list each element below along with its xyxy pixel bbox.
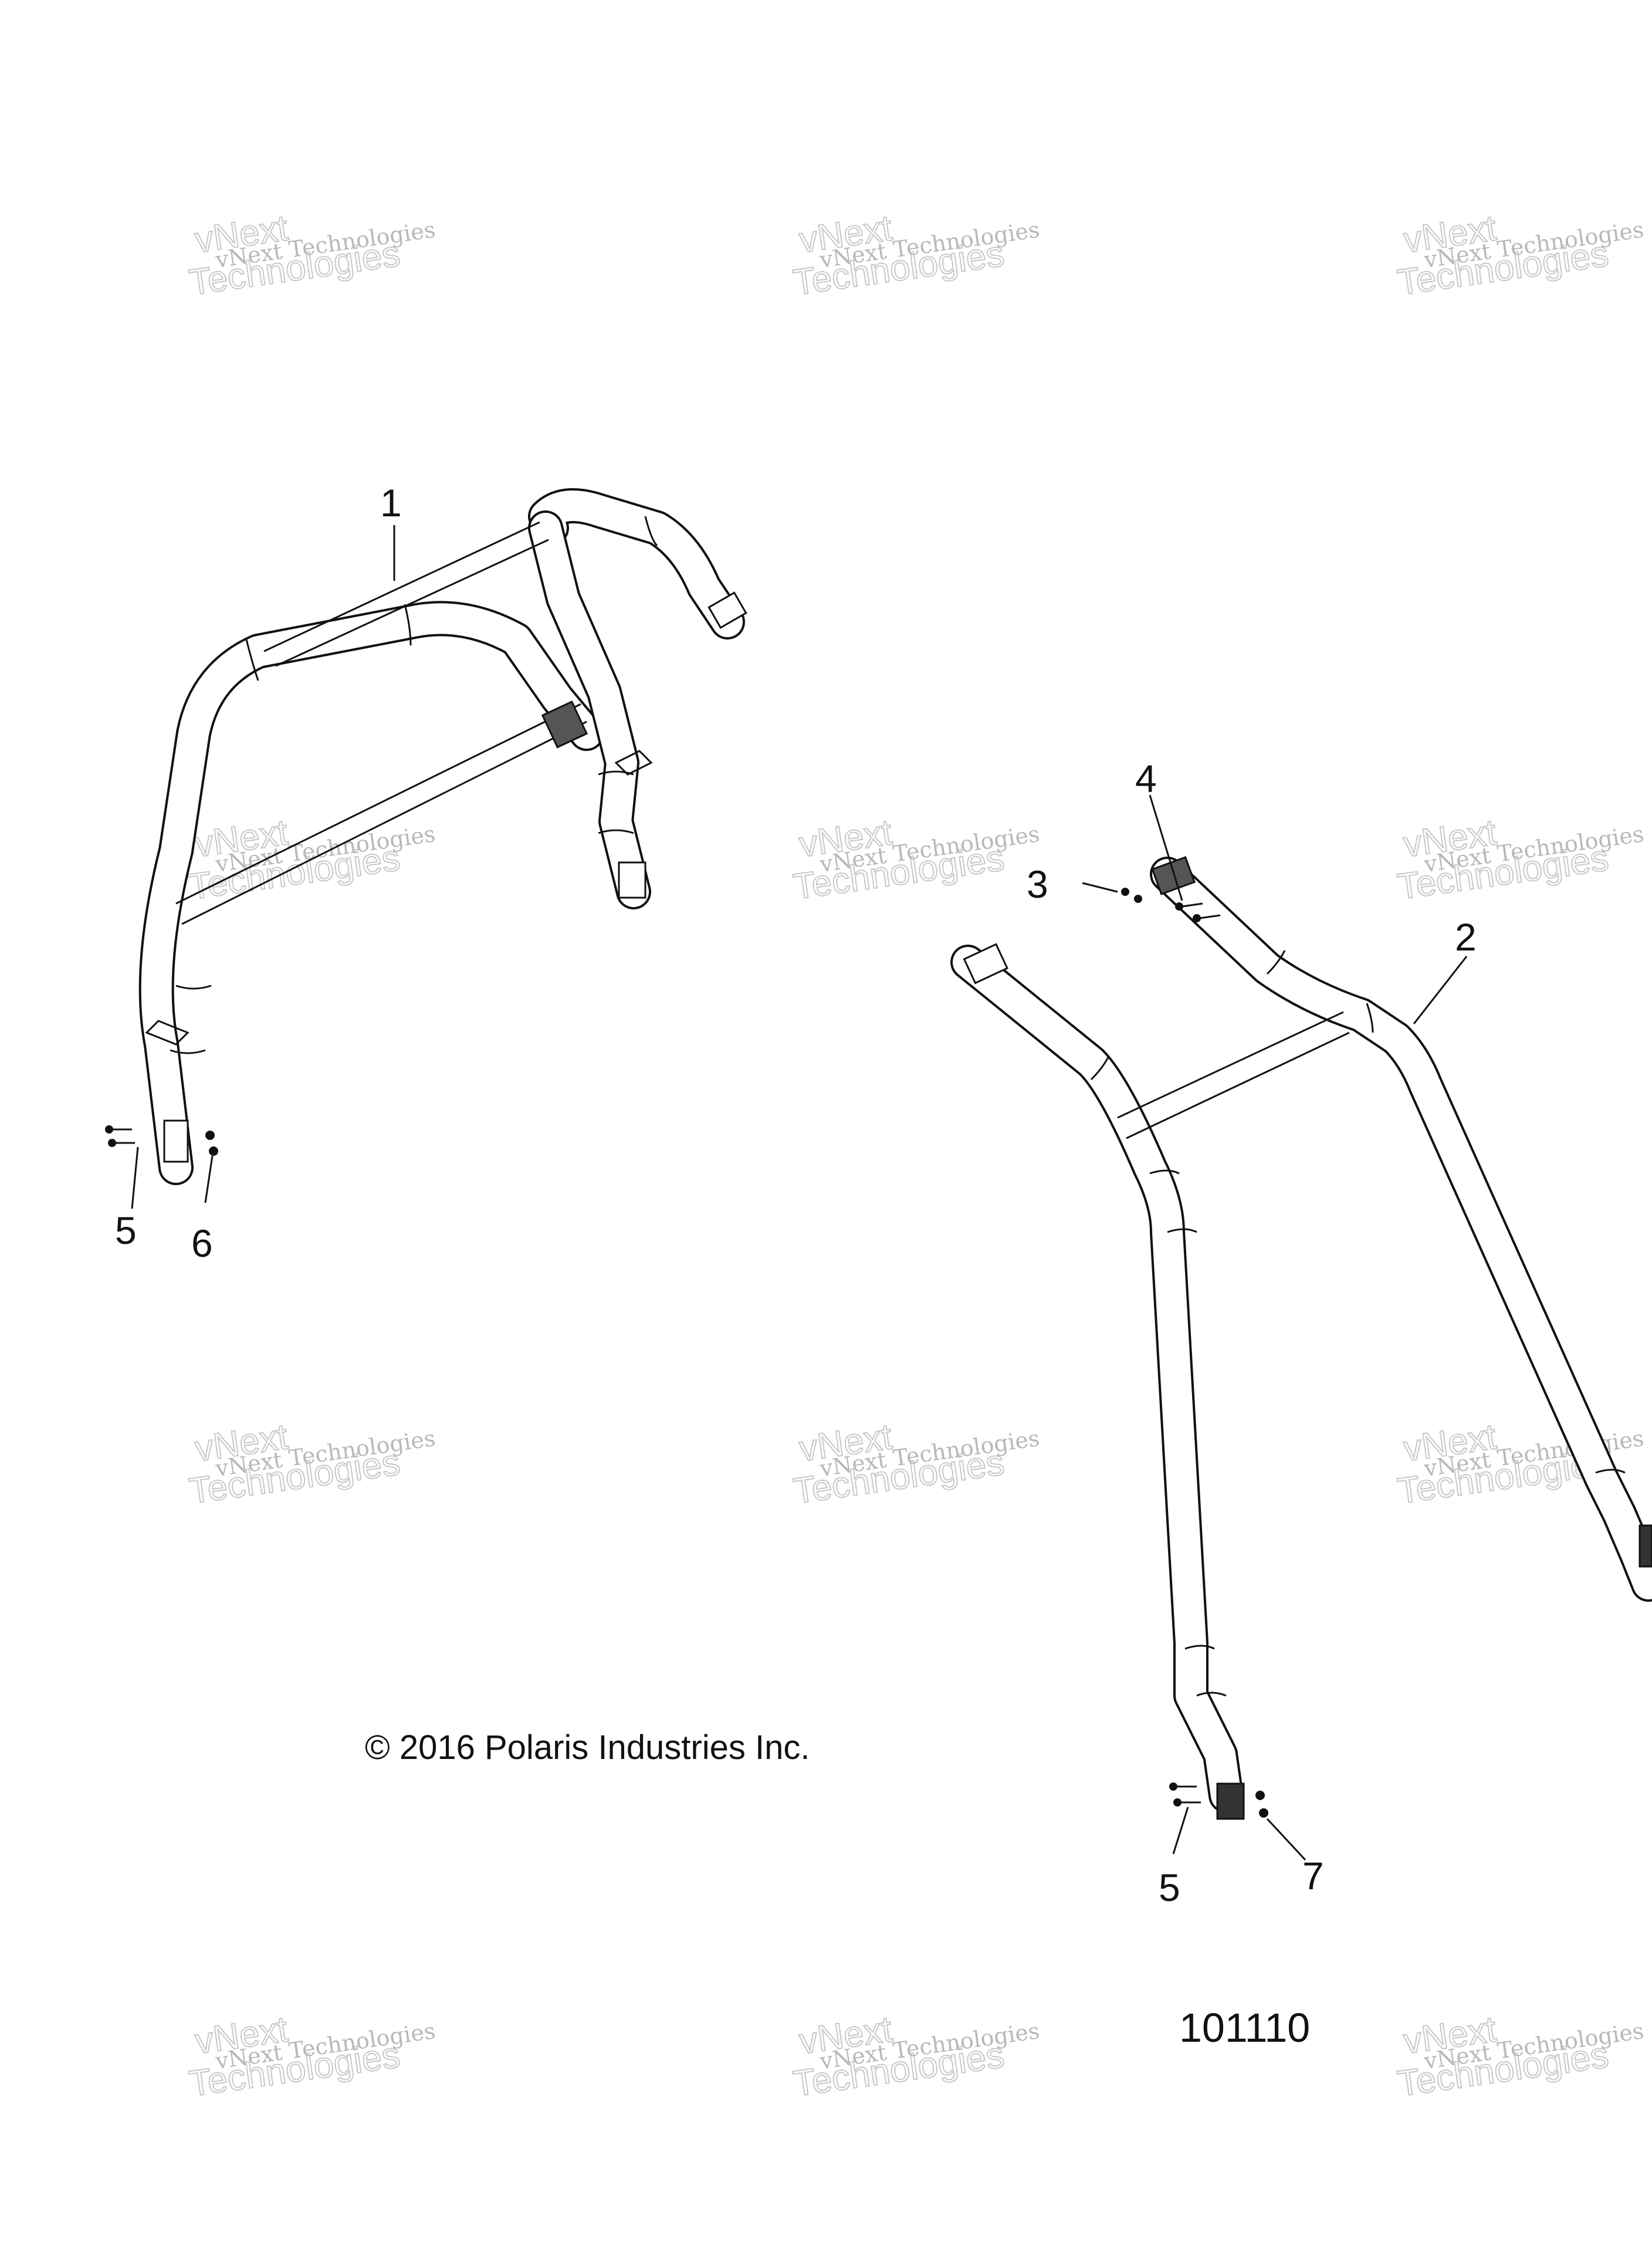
callout-6: 6 — [191, 1222, 213, 1265]
diagram-part-number: 101110 — [1179, 2005, 1310, 2051]
callout-5-left: 5 — [115, 1209, 137, 1252]
hardware-nuts-7 — [1255, 1791, 1268, 1818]
hardware-nuts-6 — [205, 1131, 218, 1156]
callout-2: 2 — [1455, 915, 1477, 959]
hardware-bolts-4 — [1175, 902, 1221, 922]
hardware-bolts-5-left — [105, 1125, 135, 1147]
callout-5-right: 5 — [1159, 1866, 1180, 1909]
callout-3: 3 — [1027, 862, 1048, 906]
hardware-bolts-5-right — [1169, 1782, 1201, 1807]
leader-lines — [131, 525, 1468, 1861]
cab-frame-rear-section — [950, 856, 1652, 1820]
callout-7: 7 — [1302, 1854, 1324, 1897]
callout-4: 4 — [1135, 757, 1157, 800]
copyright-notice: © 2016 Polaris Industries Inc. — [365, 1728, 810, 1767]
cab-frame-front-section — [105, 488, 747, 1185]
callout-1: 1 — [380, 481, 402, 525]
hardware-nuts-3 — [1121, 888, 1142, 903]
